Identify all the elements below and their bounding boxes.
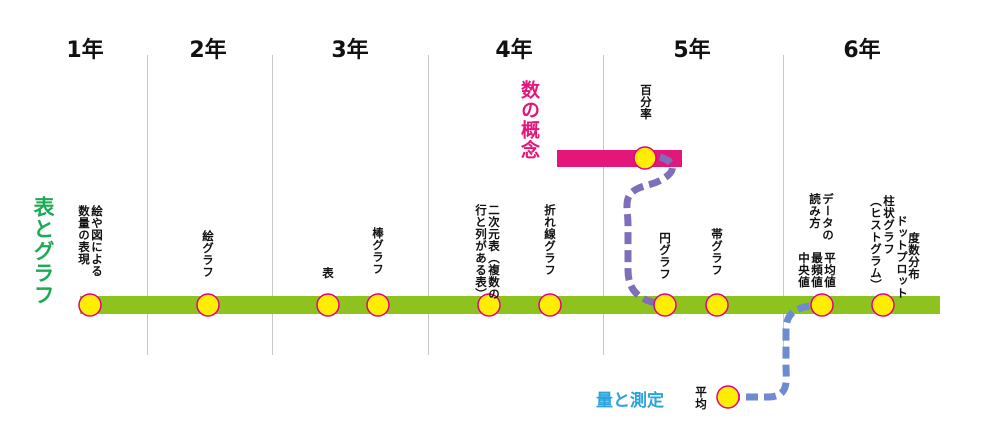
- node-percentage: [633, 146, 657, 170]
- grade-divider: [603, 55, 604, 355]
- label-bar-graph: 棒グラフ: [371, 227, 385, 275]
- grade-1-header: 1年: [66, 38, 104, 63]
- node-table: [316, 293, 340, 317]
- node-pie-graph: [653, 293, 677, 317]
- label-percentage: 百分率: [639, 84, 653, 120]
- label-pie-graph: 円グラフ: [658, 232, 672, 280]
- node-picture-table: [78, 293, 102, 317]
- number-concept-connector: [623, 153, 676, 308]
- label-band-graph: 帯グラフ: [710, 228, 724, 276]
- grade-2-header: 2年: [189, 38, 227, 63]
- label-histogram: 柱状グラフ （ヒストグラム）: [869, 195, 896, 291]
- topic-node-group: [78, 146, 895, 409]
- node-two-way-table: [477, 293, 501, 317]
- label-average: 平均: [694, 386, 708, 410]
- node-average: [716, 385, 740, 409]
- grade-divider: [783, 55, 784, 355]
- label-representative-values: 平均値 最頻値 中央値: [797, 252, 837, 288]
- node-histogram: [871, 293, 895, 317]
- label-two-way-table: 二次元表（複数の 行と列がある表）: [474, 204, 501, 300]
- node-picture-graph: [196, 293, 220, 317]
- label-picture-graph: 絵グラフ: [201, 230, 215, 278]
- grade-3-header: 3年: [331, 38, 369, 63]
- label-dot-plot: ドットプロット: [895, 215, 909, 299]
- node-bar-graph: [366, 293, 390, 317]
- label-frequency-distribution: 度数分布: [907, 232, 921, 280]
- node-band-graph: [705, 293, 729, 317]
- grade-4-header: 4年: [495, 38, 533, 63]
- measurement-title: 量と測定: [596, 391, 664, 411]
- grade-divider: [428, 55, 429, 355]
- node-line-graph: [538, 293, 562, 317]
- grade-6-header: 6年: [843, 38, 881, 63]
- label-data-reading: データの 読み方: [808, 193, 835, 241]
- table-graph-title: 表とグラフ: [31, 196, 55, 306]
- label-table: 表: [321, 267, 335, 279]
- measurement-connector: [728, 301, 823, 401]
- label-picture-table: 絵や図による 数量の表現: [77, 205, 104, 277]
- grade-5-header: 5年: [673, 38, 711, 63]
- grade-divider: [147, 55, 148, 355]
- label-line-graph: 折れ線グラフ: [543, 204, 557, 276]
- grade-divider: [272, 55, 273, 355]
- node-representative-values: [810, 293, 834, 317]
- number-concept-title: 数の概念: [518, 80, 540, 160]
